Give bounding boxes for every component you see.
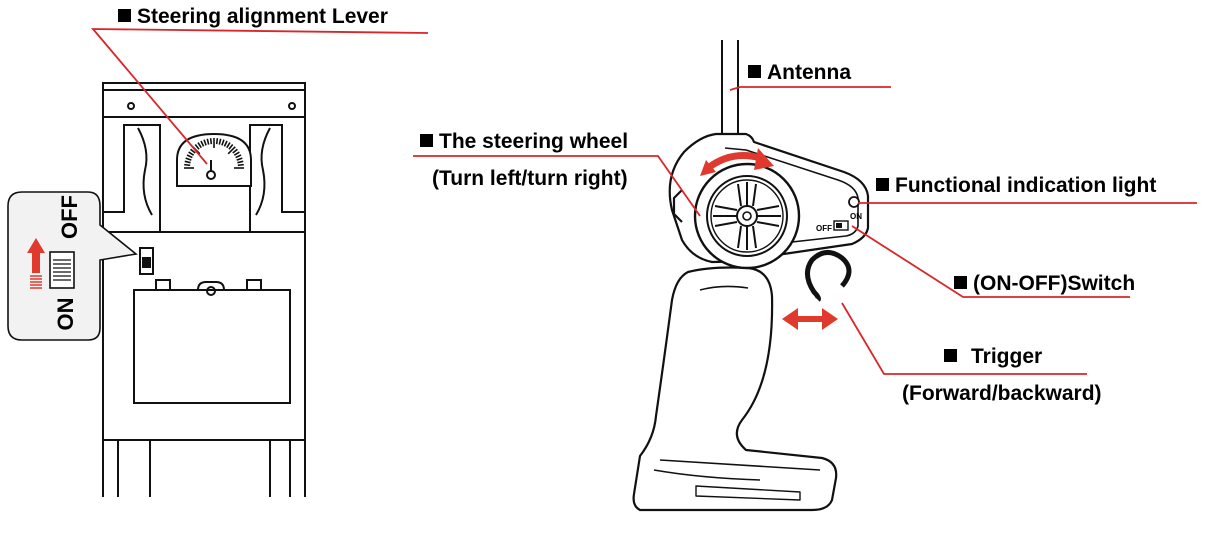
bullet-square-icon [944, 349, 957, 362]
dial-tick [203, 139, 207, 146]
leader-steering-alignment [91, 28, 429, 165]
label-indication-light: Functional indication light [876, 175, 1156, 196]
steering-wheel-rotation-arrow [700, 148, 774, 176]
inset-off-label: OFF [57, 195, 82, 239]
dial-tick [209, 138, 213, 145]
trigger-direction-arrow [782, 308, 838, 330]
dial-tick [184, 160, 191, 164]
inset-switch-body [49, 251, 75, 289]
dial-tick [226, 142, 231, 149]
dial-tick [194, 144, 200, 150]
label-trigger-text: Trigger [971, 345, 1043, 368]
dial-tick [200, 140, 205, 147]
label-steering-wheel-text: The steering wheel [439, 130, 629, 153]
dial-tick [186, 154, 193, 159]
steering-wheel [693, 162, 801, 270]
bullet-square-icon [420, 134, 433, 147]
trigger [805, 250, 852, 302]
car-chassis [102, 82, 306, 497]
label-steering-wheel-sub: (Turn left/turn right) [432, 167, 628, 190]
leader-steering-wheel [413, 155, 701, 217]
dial-tick [228, 144, 234, 150]
dial-tick [206, 138, 210, 145]
inset-on-label: ON [53, 297, 78, 331]
transmitter-switch [833, 220, 849, 231]
steering-alignment-lever-dial [176, 132, 252, 187]
dial-tick [235, 154, 242, 159]
label-trigger-sub: (Forward/backward) [902, 382, 1102, 405]
dial-tick [237, 160, 244, 164]
label-trigger: Trigger [944, 346, 1042, 367]
dial-tick [188, 151, 195, 156]
dial-tick [233, 151, 240, 156]
leader-antenna [729, 86, 891, 91]
dial-tick [232, 148, 238, 154]
bullet-square-icon [118, 9, 131, 22]
dial-tick [227, 146, 236, 155]
dial-tick [236, 157, 243, 161]
functional-indication-light [848, 196, 860, 208]
transmitter-off-label: OFF [816, 224, 832, 233]
label-switch: (ON-OFF)Switch [954, 273, 1135, 294]
switch-inset [7, 191, 138, 341]
dial-tick [221, 139, 225, 146]
bullet-square-icon [748, 65, 761, 78]
switch-direction-arrow [27, 238, 45, 289]
bullet-square-icon [954, 276, 967, 289]
label-antenna-text: Antenna [767, 61, 851, 84]
antenna [721, 40, 739, 134]
dial-tick [185, 157, 192, 161]
leader-trigger [841, 302, 1087, 375]
transmitter-on-label: ON [850, 212, 862, 221]
dial-tick [184, 163, 191, 167]
label-indication-light-text: Functional indication light [895, 174, 1157, 197]
bullet-square-icon [876, 178, 889, 191]
label-antenna: Antenna [748, 62, 851, 83]
dial-tick [218, 138, 222, 145]
leader-switch [851, 225, 1130, 298]
dial-tick [223, 140, 228, 147]
dial-tick [190, 148, 196, 154]
label-steering-alignment-text: Steering alignment Lever [137, 5, 388, 28]
dial-tick [197, 142, 202, 149]
label-steering-alignment: Steering alignment Lever [118, 6, 388, 27]
label-switch-text: (ON-OFF)Switch [973, 272, 1136, 295]
dial-tick [237, 163, 244, 167]
dial-tick [215, 138, 219, 145]
label-steering-wheel: The steering wheel [420, 131, 628, 152]
